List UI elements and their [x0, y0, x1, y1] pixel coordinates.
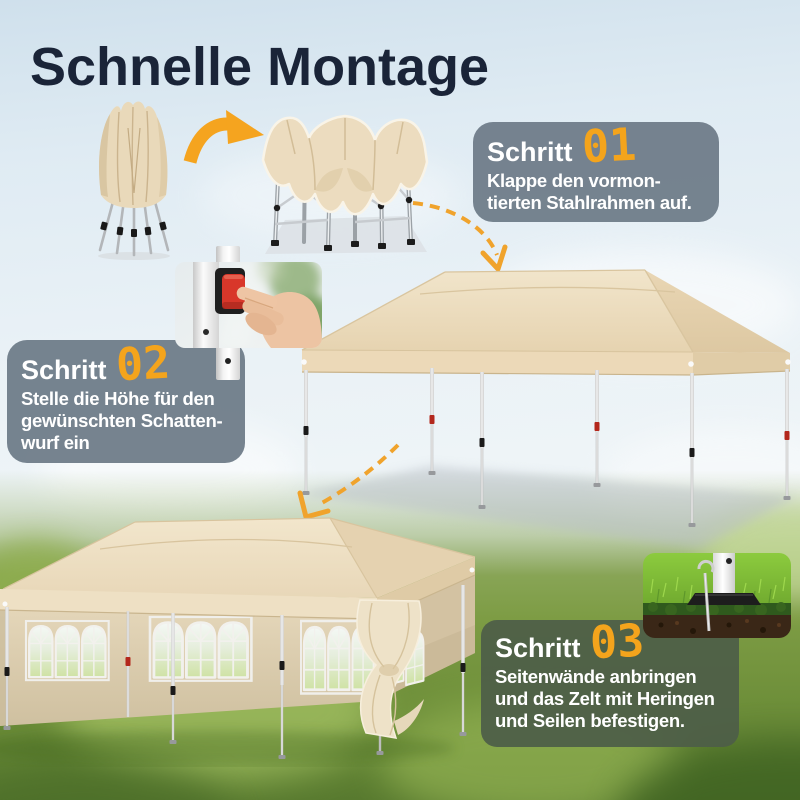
canopy-shadow	[297, 466, 797, 548]
open-canopy-illustration	[297, 269, 797, 548]
dashed-arrow-icon	[412, 201, 508, 272]
step-3-text: und Seilen befestigen.	[495, 709, 685, 731]
unfolding-frame-illustration	[261, 114, 429, 254]
step-3-text: und das Zelt mit Heringen	[495, 687, 715, 709]
folded-canopy-fabric	[99, 101, 168, 208]
red-adjust-button	[222, 274, 245, 309]
canopy-valance	[302, 350, 693, 375]
curved-arrow-icon	[183, 110, 264, 164]
step-1-text: Klappe den vormon-	[487, 170, 661, 191]
draped-canopy-fabric	[261, 114, 429, 216]
step-2-text: Stelle die Höhe für den	[21, 388, 215, 409]
step-3-label: Schritt	[495, 633, 581, 663]
step-3-number: 03	[588, 613, 646, 670]
canopy-legs	[302, 368, 791, 527]
step-1-number: 01	[580, 117, 638, 174]
stake-hook	[697, 559, 715, 632]
frame-joints	[100, 221, 167, 237]
hand	[236, 286, 322, 348]
step-3-card: Schritt 03 Seitenwände anbringen und das…	[481, 613, 739, 747]
step-2-card: Schritt 02 Stelle die Höhe für den gewün…	[7, 335, 245, 463]
step-2-text: wurf ein	[21, 431, 90, 453]
step-1-text: tierten Stahlrahmen auf.	[487, 191, 692, 213]
dashed-arrow-icon	[297, 443, 400, 520]
corner-curtain	[356, 599, 424, 739]
step-2-label: Schritt	[21, 355, 107, 385]
step-3-text: Seitenwände anbringen	[495, 666, 697, 687]
tent-roof	[0, 518, 377, 598]
step-2-text: gewünschten Schatten-	[21, 409, 223, 431]
pole-in-stake-photo	[713, 553, 735, 601]
folded-tent-illustration	[98, 101, 170, 260]
ground-stake-photo	[643, 553, 791, 638]
pole-hole	[225, 358, 231, 364]
step-1-label: Schritt	[487, 137, 573, 167]
page-title: Schnelle Montage	[30, 37, 490, 97]
height-button-photo	[175, 262, 322, 348]
tent-ground-shadow	[0, 731, 455, 765]
step-1-card: Schritt 01 Klappe den vormon- tierten St…	[473, 117, 719, 222]
canopy-roof	[302, 270, 693, 352]
tent-valance	[0, 589, 377, 619]
sidewall-tent-illustration	[0, 517, 476, 765]
step-2-number: 02	[114, 335, 172, 392]
